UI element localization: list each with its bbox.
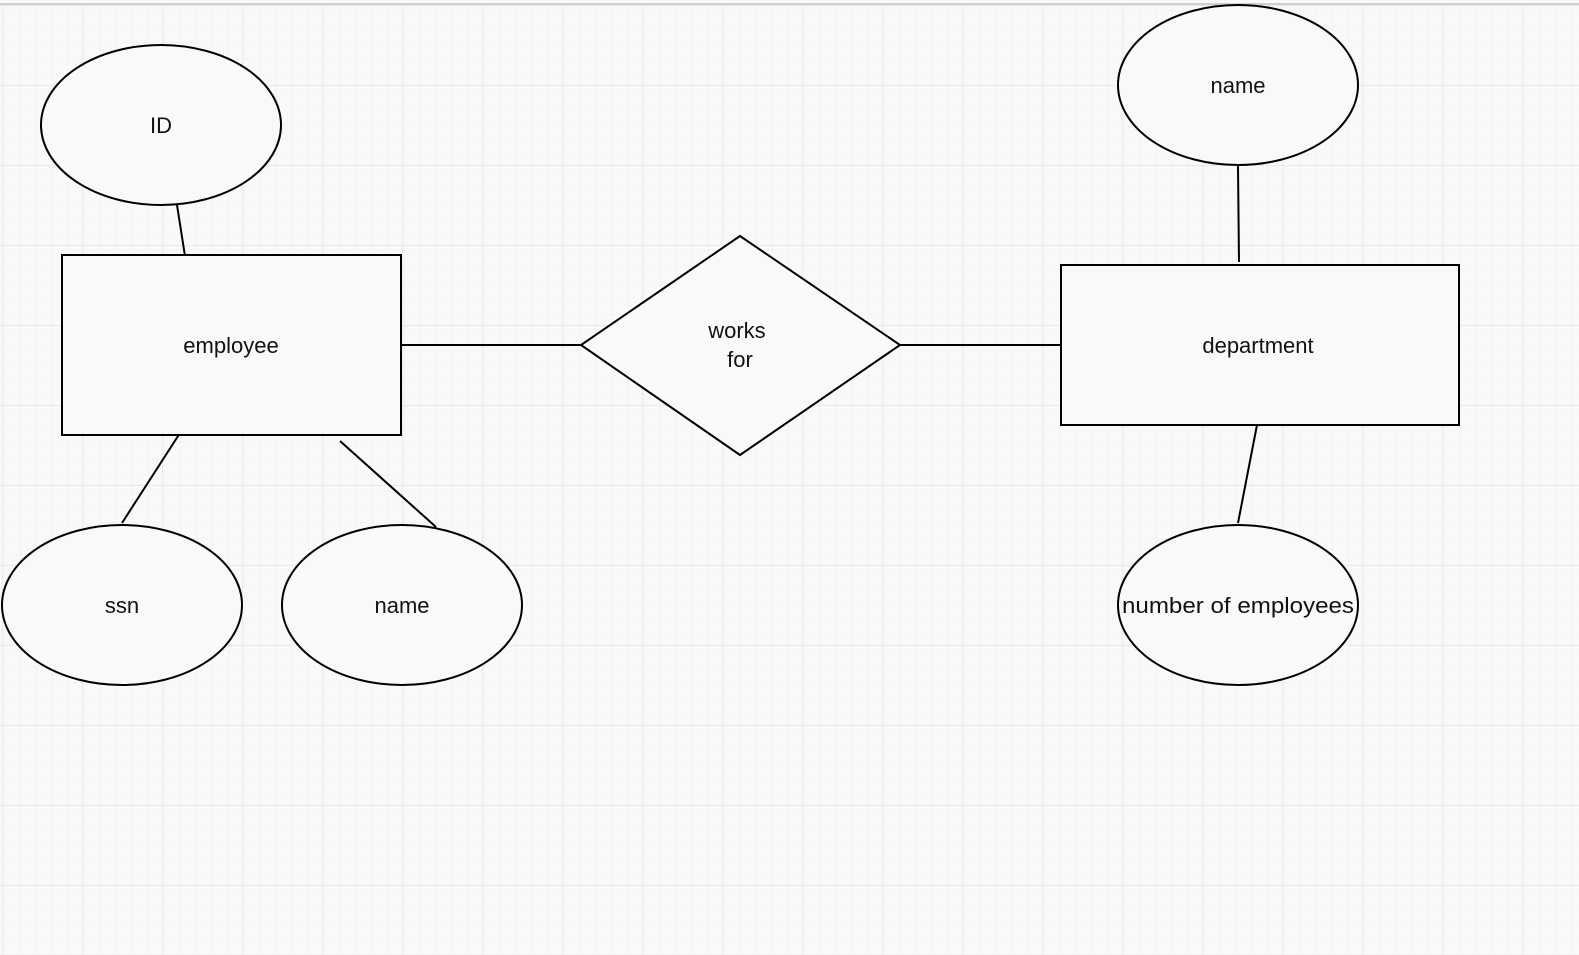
attribute-number-of-employees[interactable]: number of employees	[1117, 524, 1359, 686]
edge-employee-name[interactable]	[339, 440, 437, 528]
relationship-works-for-label: works for	[707, 318, 772, 372]
edge-department-num-employees[interactable]	[1237, 424, 1258, 524]
attribute-employee-name[interactable]: name	[281, 524, 523, 686]
attribute-employee-name-ellipse	[281, 524, 523, 686]
entity-employee-box	[61, 254, 402, 436]
attribute-ssn[interactable]: ssn	[1, 524, 243, 686]
relationship-works-for-line-2: for	[727, 347, 753, 372]
attribute-ssn-label: ssn	[105, 593, 139, 618]
attribute-id[interactable]: ID	[40, 44, 282, 206]
entity-department-label: department	[1202, 333, 1313, 358]
attribute-id-label: ID	[150, 113, 172, 138]
relationship-works-for-diamond	[579, 234, 902, 457]
attribute-department-name[interactable]: name	[1117, 4, 1359, 166]
entity-employee-label: employee	[183, 333, 278, 358]
attribute-id-ellipse	[40, 44, 282, 206]
relationship-works-for-line-1: works	[707, 318, 765, 343]
attribute-number-of-employees-label: number of employees	[1122, 593, 1354, 618]
entity-department-box	[1060, 264, 1460, 426]
attribute-department-name-ellipse	[1117, 4, 1359, 166]
attribute-number-of-employees-ellipse	[1117, 524, 1359, 686]
edge-dept-name-department[interactable]	[1237, 165, 1240, 263]
edge-employee-ssn[interactable]	[121, 432, 181, 524]
entity-department[interactable]: department	[1060, 264, 1460, 426]
attribute-department-name-label: name	[1210, 73, 1265, 98]
attribute-ssn-ellipse	[1, 524, 243, 686]
attribute-employee-name-label: name	[374, 593, 429, 618]
edge-id-employee[interactable]	[176, 204, 186, 257]
relationship-works-for[interactable]: works for	[579, 234, 902, 457]
entity-employee[interactable]: employee	[61, 254, 402, 436]
